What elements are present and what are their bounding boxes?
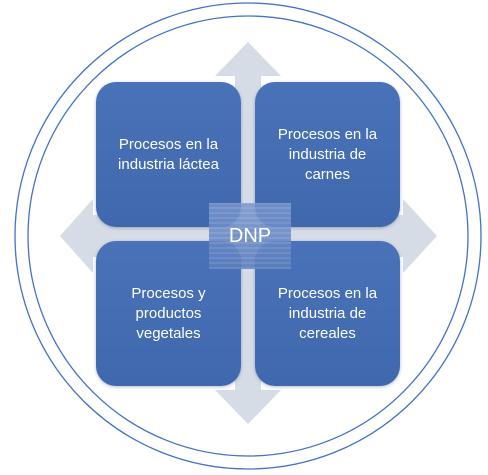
outer-circle <box>14 2 482 470</box>
center-label: DNP <box>228 224 272 247</box>
quadrant-meat: Procesos en la industria de carnes <box>255 82 400 227</box>
quadrant-dairy: Procesos en la industria láctea <box>96 82 241 227</box>
inner-circle <box>27 15 469 457</box>
center-logo-tile: DNP <box>209 203 291 269</box>
